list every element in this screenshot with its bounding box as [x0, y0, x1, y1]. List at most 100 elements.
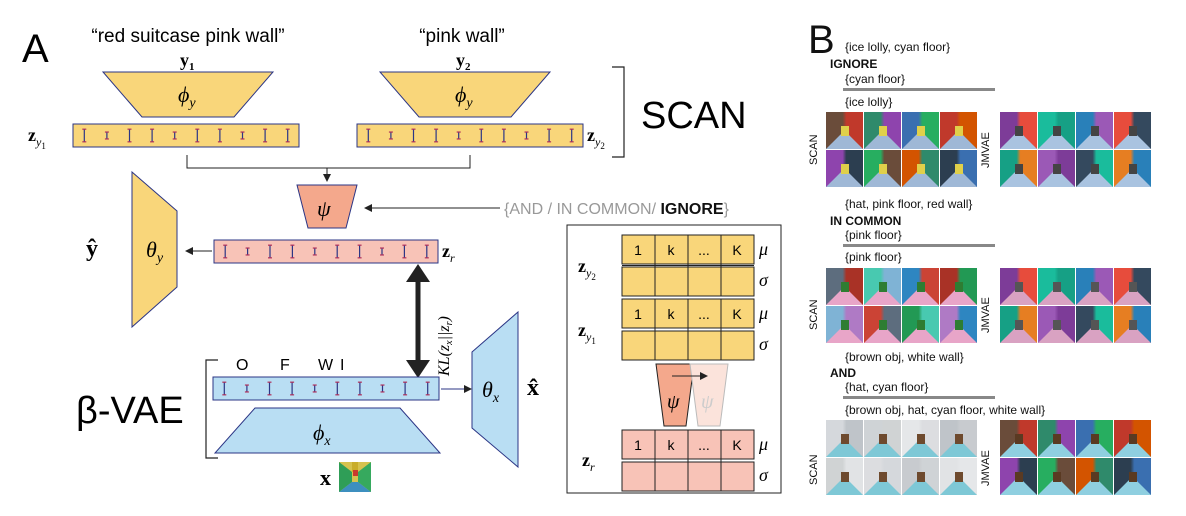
sample-image-tile	[1076, 112, 1113, 149]
theta-y-label: θy	[146, 237, 164, 266]
sample-image-tile	[1076, 306, 1113, 343]
z-r-label: zr	[442, 241, 455, 265]
group2-set1: {hat, pink floor, red wall}	[845, 197, 973, 211]
scan-label: SCAN	[641, 95, 747, 137]
panel-b: B {ice lolly, cyan floor} IGNORE {cyan f…	[800, 0, 1186, 516]
beta-vae-bracket	[205, 359, 218, 459]
group2-divider	[843, 244, 995, 247]
sample-image-tile	[864, 420, 901, 457]
sample-image-tile	[902, 150, 939, 187]
inset-zy2-cell-K: K	[732, 242, 742, 258]
sample-image-tile	[902, 112, 939, 149]
kl-arrow-head-top	[406, 264, 430, 282]
inset-zr-cell-K: K	[732, 437, 742, 453]
sample-image-tile	[826, 458, 863, 495]
scan-bracket	[612, 66, 625, 158]
caption-2: “pink wall”	[419, 26, 505, 47]
group1-jmvae-label: JMVAE	[980, 132, 992, 168]
sample-image-tile	[902, 420, 939, 457]
psi-label: ψ	[317, 196, 331, 221]
z-y1-label: zy1	[28, 125, 46, 151]
inset-zy2-cell-k: k	[668, 242, 676, 258]
inset-zy2-sigma: σ	[759, 270, 769, 290]
z-y2-label: zy2	[587, 125, 605, 151]
inset-zy1-cell-1: 1	[634, 306, 642, 322]
sample-image-tile	[1114, 306, 1151, 343]
latent-label-f: F	[280, 357, 290, 374]
sample-image-tile	[940, 420, 977, 457]
sample-image-tile	[1076, 420, 1113, 457]
z-r-ticks	[223, 244, 429, 259]
sample-image-tile	[1038, 268, 1075, 305]
z-x-ticks	[222, 381, 430, 396]
group3-op: AND	[830, 366, 856, 380]
inset-zy2-cell-dots: ...	[698, 242, 710, 258]
inset-zr-cell-dots: ...	[698, 437, 710, 453]
sample-image-tile	[864, 306, 901, 343]
sample-image-tile	[1038, 112, 1075, 149]
group2-jmvae-grid	[1000, 268, 1151, 343]
panel-b-label: B	[808, 18, 835, 62]
sample-image-tile	[1114, 458, 1151, 495]
merge-connector	[186, 155, 471, 169]
inset-zy1-cell-k: k	[668, 306, 676, 322]
sample-image-tile	[864, 150, 901, 187]
group3-jmvae-grid	[1000, 420, 1151, 495]
panel-a-label: A	[22, 27, 49, 71]
sample-image-tile	[902, 268, 939, 305]
z-y2-ticks	[366, 128, 574, 143]
phi-y-label-2: ϕy	[455, 82, 473, 111]
phi-x-encoder	[213, 407, 442, 454]
sample-image-tile	[1114, 150, 1151, 187]
x-label: x	[320, 465, 331, 490]
group3-result: {brown obj, hat, cyan floor, white wall}	[845, 403, 1046, 417]
sample-image-tile	[1076, 268, 1113, 305]
sample-image-tile	[1076, 458, 1113, 495]
group1-scan-label: SCAN	[808, 134, 820, 165]
panel-a-diagram: A “red suitcase pink wall” “pink wall” y…	[22, 26, 782, 494]
group3-scan-grid	[826, 420, 977, 495]
phi-y-encoder-1	[101, 71, 275, 118]
inset-psi-filter-ghost	[689, 363, 729, 427]
sample-image-tile	[902, 306, 939, 343]
sample-image-tile	[1038, 420, 1075, 457]
sample-image-tile	[864, 268, 901, 305]
sample-image-tile	[940, 306, 977, 343]
sample-image-tile	[1114, 420, 1151, 457]
sample-image-tile	[826, 420, 863, 457]
phi-x-label: ϕx	[313, 420, 331, 449]
x-hat-label: x̂	[527, 375, 539, 401]
inset-zy1-cell-dots: ...	[698, 306, 710, 322]
op-text: {AND / IN COMMON/ IGNORE}	[504, 201, 730, 218]
latent-label-o: O	[236, 357, 248, 374]
phi-y-label-1: ϕy	[178, 82, 196, 111]
latent-label-i: I	[340, 357, 344, 374]
group3-scan-label: SCAN	[808, 454, 820, 485]
sample-image-tile	[826, 112, 863, 149]
sample-image-tile	[1076, 150, 1113, 187]
group2-jmvae-label: JMVAE	[980, 297, 992, 333]
group2-scan-grid	[826, 268, 977, 343]
latent-label-w: W	[318, 357, 334, 374]
sample-image-tile	[1114, 112, 1151, 149]
group2-op: IN COMMON	[830, 214, 902, 228]
inset-zy1-block	[621, 298, 755, 361]
sample-image-tile	[902, 458, 939, 495]
inset-zy2-block	[621, 234, 755, 297]
sample-image-tile	[1000, 150, 1037, 187]
sample-image-tile	[826, 150, 863, 187]
sample-image-tile	[1000, 306, 1037, 343]
inset-zy1-mu: μ	[758, 303, 768, 323]
group1-divider	[843, 88, 995, 91]
theta-x-decoder	[471, 310, 519, 469]
kl-label: KL(zx||zr)	[436, 316, 455, 377]
inset-zy2-mu: μ	[758, 239, 768, 259]
sample-image-tile	[1038, 150, 1075, 187]
group1-scan-grid	[826, 112, 977, 187]
group3-set2: {hat, cyan floor}	[845, 380, 929, 394]
inset-psi-filter	[655, 363, 695, 427]
sample-image-tile	[1038, 458, 1075, 495]
caption-1: “red suitcase pink wall”	[91, 26, 284, 47]
sample-image-tile	[1000, 112, 1037, 149]
group2-scan-label: SCAN	[808, 299, 820, 330]
